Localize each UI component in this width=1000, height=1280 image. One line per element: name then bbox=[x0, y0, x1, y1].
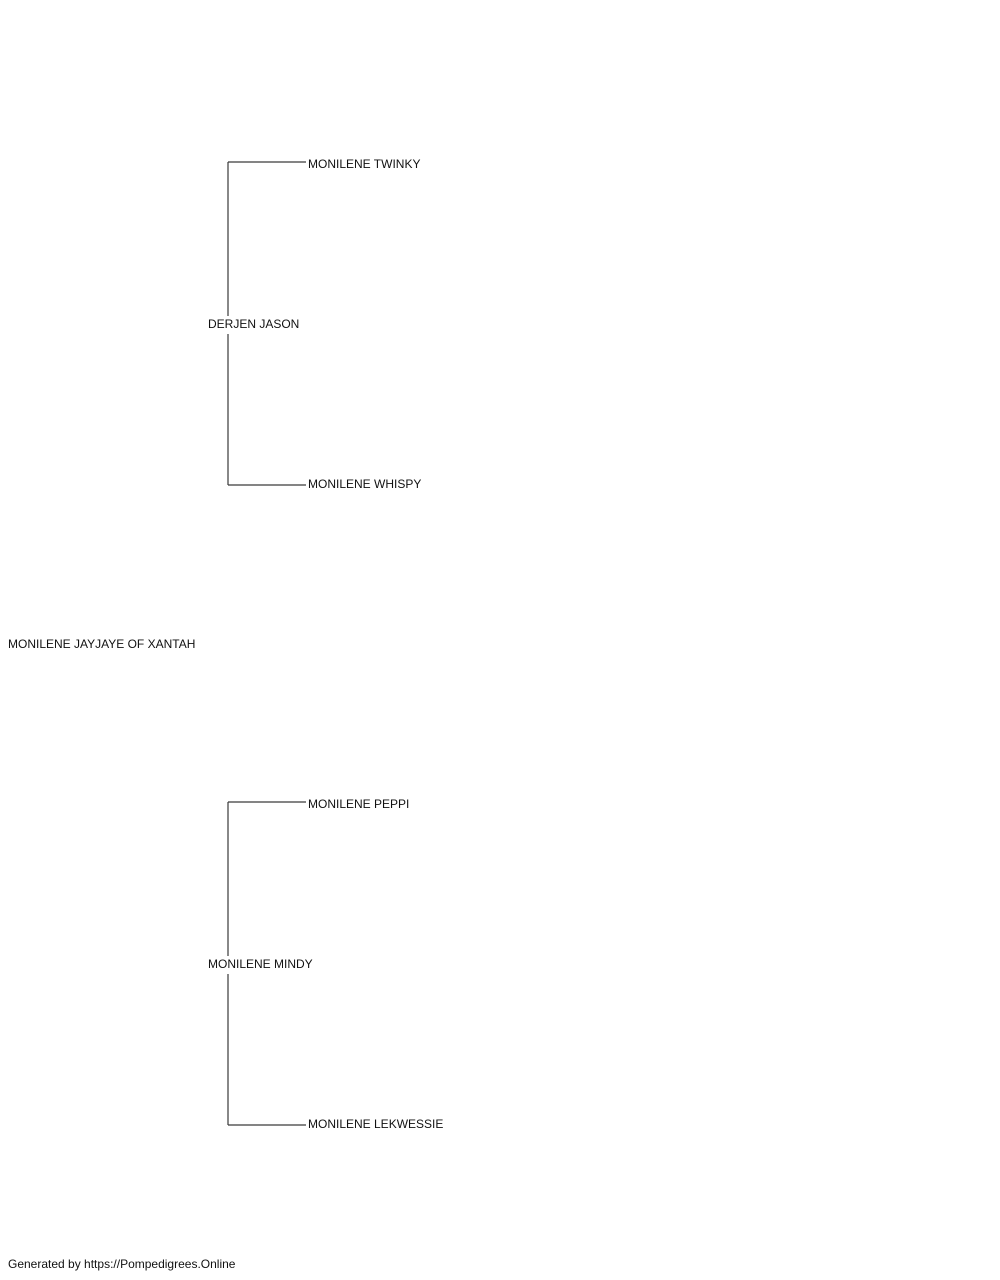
dam-dam-name: MONILENE LEKWESSIE bbox=[308, 1117, 444, 1131]
dam-sire-name: MONILENE PEPPI bbox=[308, 797, 410, 811]
dam-name: MONILENE MINDY bbox=[208, 957, 313, 971]
sire-name: DERJEN JASON bbox=[208, 317, 300, 331]
sire-sire-name: MONILENE TWINKY bbox=[308, 157, 421, 171]
subject-name: MONILENE JAYJAYE OF XANTAH bbox=[8, 637, 196, 651]
generated-by-footer: Generated by https://Pompedigrees.Online bbox=[8, 1257, 236, 1271]
sire-dam-name: MONILENE WHISPY bbox=[308, 477, 422, 491]
